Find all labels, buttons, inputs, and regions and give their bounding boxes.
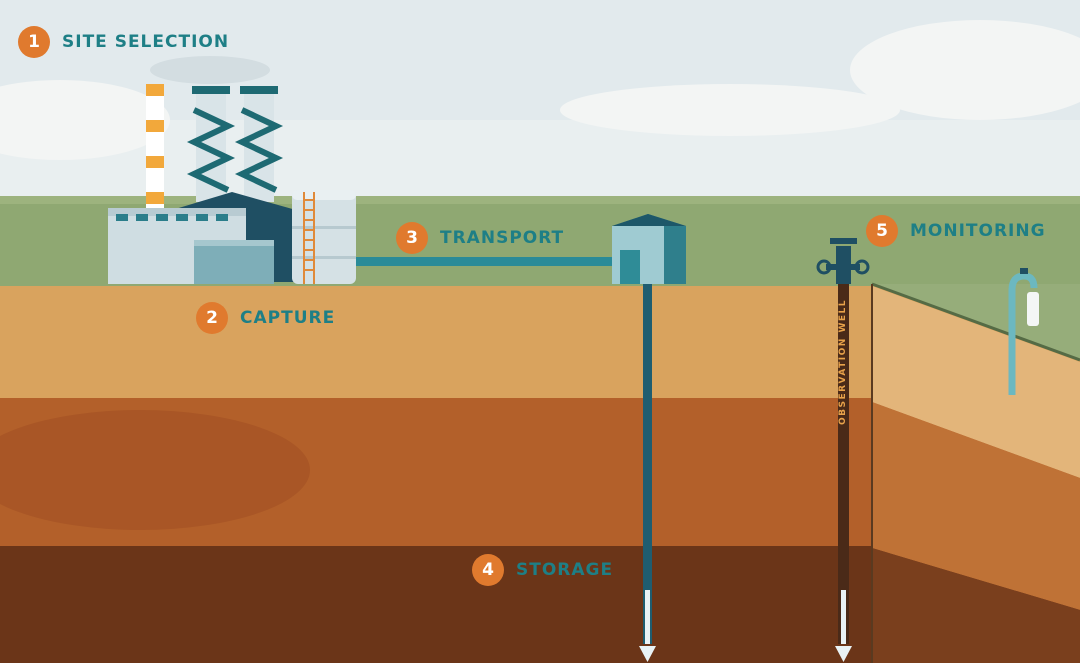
cutaway-side-deep bbox=[872, 548, 1080, 663]
step-label-text: SITE SELECTION bbox=[62, 32, 230, 52]
step-capture: 2 CAPTURE bbox=[196, 302, 335, 334]
step-label-text: TRANSPORT bbox=[440, 228, 565, 248]
clouds bbox=[0, 20, 1080, 160]
cutaway-side-mid bbox=[872, 402, 1080, 610]
step-number-badge: 3 bbox=[396, 222, 428, 254]
step-label-text: MONITORING bbox=[910, 221, 1046, 241]
step-number-badge: 1 bbox=[18, 26, 50, 58]
step-label-text: CAPTURE bbox=[240, 308, 336, 328]
injection-well bbox=[639, 284, 656, 662]
step-site-selection: 1 SITE SELECTION bbox=[18, 26, 229, 58]
step-monitoring: 5 MONITORING bbox=[866, 215, 1046, 247]
step-transport: 3 TRANSPORT bbox=[396, 222, 564, 254]
storage-tank bbox=[292, 190, 356, 284]
capture-towers bbox=[186, 86, 284, 202]
smokestack bbox=[146, 84, 164, 214]
transport-pipeline bbox=[356, 257, 616, 266]
observation-well bbox=[816, 238, 870, 662]
power-plant bbox=[108, 192, 296, 284]
step-number-badge: 2 bbox=[196, 302, 228, 334]
injection-building bbox=[612, 214, 686, 284]
monitoring-probe bbox=[1008, 268, 1039, 395]
step-storage: 4 STORAGE bbox=[472, 554, 613, 586]
observation-well-label: OBSERVATION WELL bbox=[838, 298, 848, 426]
cutaway-side-top bbox=[872, 286, 1080, 478]
step-number-badge: 4 bbox=[472, 554, 504, 586]
step-label-text: STORAGE bbox=[516, 560, 614, 580]
step-number-badge: 5 bbox=[866, 215, 898, 247]
